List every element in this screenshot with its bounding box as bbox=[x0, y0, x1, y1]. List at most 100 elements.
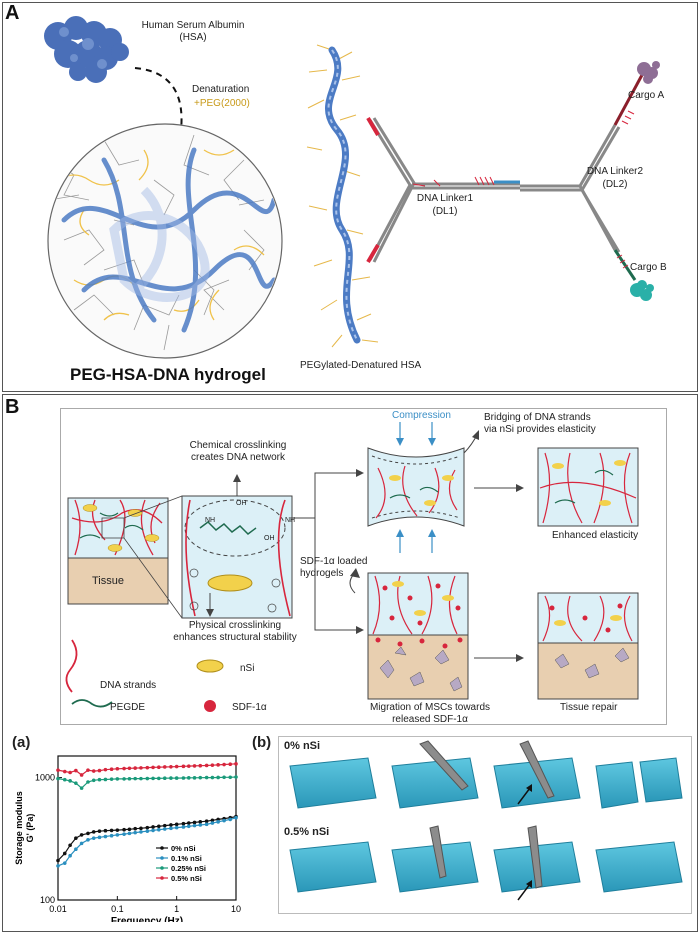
legend-marker bbox=[160, 876, 164, 880]
legend-label: 0.5% nSi bbox=[171, 874, 202, 883]
oh-label-1: OH bbox=[236, 500, 247, 507]
data-point bbox=[192, 764, 197, 768]
data-point bbox=[216, 775, 220, 780]
compression-label: Compression bbox=[392, 410, 451, 421]
data-point bbox=[186, 821, 191, 825]
data-point bbox=[56, 768, 60, 772]
data-point bbox=[157, 776, 161, 781]
data-point bbox=[198, 820, 203, 824]
data-point bbox=[157, 824, 161, 829]
data-point bbox=[222, 818, 226, 823]
oh-label-2: OH bbox=[264, 535, 275, 542]
dl2-label: DNA Linker2 (DL2) bbox=[586, 166, 644, 190]
data-point bbox=[198, 823, 203, 827]
data-point bbox=[139, 766, 143, 770]
data-point bbox=[91, 769, 96, 773]
data-point bbox=[198, 763, 203, 768]
data-point bbox=[174, 822, 179, 827]
legend-nsi: nSi bbox=[240, 663, 255, 674]
data-point bbox=[162, 765, 167, 769]
peg-label: +PEG(2000) bbox=[194, 98, 250, 109]
data-point bbox=[162, 823, 167, 828]
data-point bbox=[115, 828, 120, 832]
legend-marker bbox=[160, 866, 164, 870]
x-tick-label: 10 bbox=[231, 904, 241, 914]
data-point bbox=[204, 822, 209, 827]
cargo-b-label: Cargo B bbox=[630, 262, 667, 273]
dna-linker-structure bbox=[366, 61, 660, 301]
hydrogel-network bbox=[47, 123, 283, 359]
data-point bbox=[122, 832, 126, 836]
x-tick-label: 0.01 bbox=[49, 904, 67, 914]
row-label-05: 0.5% nSi bbox=[284, 826, 330, 838]
row-label-0: 0% nSi bbox=[284, 740, 321, 752]
data-point bbox=[145, 776, 150, 781]
data-point bbox=[103, 777, 108, 782]
data-point bbox=[198, 775, 203, 780]
photos-letter: (b) bbox=[252, 734, 272, 751]
data-point bbox=[109, 828, 114, 833]
data-point bbox=[216, 763, 220, 767]
data-point bbox=[234, 775, 238, 779]
sdf-loaded-label: SDF-1α loaded hydrogels bbox=[300, 556, 368, 579]
data-point bbox=[86, 768, 90, 772]
data-point bbox=[103, 828, 108, 833]
data-point bbox=[127, 776, 132, 781]
gel-cutting-photos bbox=[289, 740, 683, 901]
data-point bbox=[157, 827, 161, 832]
x-axis-label: Frequency (Hz) bbox=[111, 916, 183, 922]
hsa-protein-icon bbox=[44, 16, 129, 83]
data-point bbox=[151, 825, 155, 829]
data-point bbox=[86, 831, 90, 836]
data-point bbox=[79, 786, 84, 790]
data-point bbox=[133, 766, 137, 770]
data-point bbox=[74, 768, 78, 773]
data-point bbox=[86, 780, 90, 784]
data-point bbox=[151, 776, 155, 781]
legend-dna: DNA strands bbox=[100, 680, 157, 691]
data-point bbox=[74, 836, 78, 840]
data-point bbox=[186, 776, 191, 780]
data-point bbox=[234, 815, 238, 820]
data-point bbox=[139, 776, 143, 781]
legend-label: 0% nSi bbox=[171, 844, 196, 853]
data-point bbox=[169, 826, 173, 831]
panel-a-letter: A bbox=[5, 2, 20, 24]
data-point bbox=[127, 766, 132, 771]
data-point bbox=[186, 764, 191, 768]
data-point bbox=[157, 765, 161, 770]
data-point bbox=[139, 826, 143, 831]
denaturation-label: Denaturation bbox=[192, 84, 250, 95]
data-point bbox=[145, 825, 150, 830]
schematic-frame bbox=[60, 408, 667, 725]
data-point bbox=[122, 777, 126, 781]
data-point bbox=[68, 843, 72, 848]
data-point bbox=[133, 826, 137, 831]
nh-label-1: NH bbox=[205, 517, 216, 524]
data-point bbox=[62, 777, 67, 782]
dl1-label: DNA Linker1 (DL1) bbox=[416, 193, 474, 217]
pegylated-hsa-strand bbox=[306, 44, 379, 348]
legend-marker bbox=[160, 846, 164, 850]
hydrogel-title: PEG-HSA-DNA hydrogel bbox=[70, 365, 266, 384]
data-point bbox=[127, 831, 132, 836]
data-point bbox=[74, 781, 78, 785]
data-point bbox=[97, 768, 102, 773]
data-point bbox=[216, 820, 220, 824]
data-point bbox=[210, 763, 215, 767]
data-point bbox=[174, 776, 179, 780]
data-point bbox=[210, 821, 215, 825]
data-point bbox=[204, 763, 209, 768]
data-point bbox=[169, 764, 173, 769]
data-point bbox=[228, 817, 233, 822]
data-point bbox=[186, 824, 191, 829]
data-point bbox=[162, 776, 167, 781]
data-point bbox=[228, 775, 233, 780]
data-point bbox=[91, 830, 96, 834]
data-point bbox=[145, 765, 150, 770]
migration-label: Migration of MSCs towards released SDF-1… bbox=[369, 702, 491, 725]
data-point bbox=[79, 773, 84, 777]
data-point bbox=[74, 847, 78, 851]
data-point bbox=[91, 836, 96, 840]
data-point bbox=[204, 775, 209, 780]
